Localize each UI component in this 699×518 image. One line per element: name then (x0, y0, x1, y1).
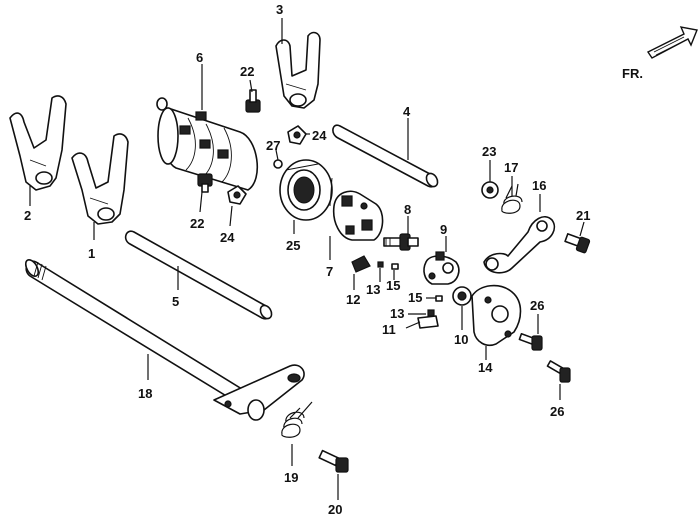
part-label-19: 19 (284, 470, 298, 485)
bolt-8 (383, 233, 419, 251)
bolt-21 (564, 233, 591, 254)
bolt-22-upper (245, 89, 261, 113)
stopper-9 (423, 251, 460, 285)
part-label-9: 9 (440, 222, 447, 237)
part-label-15-upper: 15 (386, 278, 400, 293)
part-label-17: 17 (504, 160, 518, 175)
shift-fork-center (71, 133, 129, 225)
front-direction-arrow-icon (646, 26, 698, 59)
part-label-13-lower: 13 (390, 306, 404, 321)
part-label-25: 25 (286, 238, 300, 253)
part-label-1: 1 (88, 246, 95, 261)
bolt-20 (318, 449, 349, 473)
part-label-22-upper: 22 (240, 64, 254, 79)
front-direction-label: FR. (622, 66, 643, 81)
part-label-8: 8 (404, 202, 411, 217)
part-label-6: 6 (196, 50, 203, 65)
part-label-18: 18 (138, 386, 152, 401)
pin-12 (351, 255, 371, 273)
pin-27 (273, 159, 283, 169)
part-label-10: 10 (454, 332, 468, 347)
part-label-5: 5 (172, 294, 179, 309)
part-label-11: 11 (382, 322, 396, 337)
pin-15-upper (391, 263, 399, 270)
plate-14 (471, 284, 522, 347)
part-label-26-lower: 26 (550, 404, 564, 419)
shift-fork-left (9, 95, 67, 191)
arm-16 (483, 216, 556, 274)
part-label-13-upper: 13 (366, 282, 380, 297)
part-label-16: 16 (532, 178, 546, 193)
spring-19 (281, 401, 313, 438)
plate-11 (417, 315, 439, 329)
leader-lines (29, 18, 585, 500)
bolt-26-upper (518, 332, 543, 351)
part-label-14: 14 (478, 360, 493, 375)
shift-spindle-18 (24, 259, 305, 421)
shift-drum (156, 97, 258, 191)
drum-center-7 (332, 190, 384, 241)
part-label-22-lower: 22 (190, 216, 204, 231)
pin-13-lower (427, 309, 435, 317)
shift-fork-top (275, 31, 321, 109)
bearing-25 (279, 159, 333, 221)
part-label-15-lower: 15 (408, 290, 422, 305)
part-label-23: 23 (482, 144, 496, 159)
collar-10 (452, 286, 472, 306)
part-label-21: 21 (576, 208, 590, 223)
washer-23 (481, 181, 499, 199)
bolt-22-lower (197, 173, 213, 193)
washer-24-lower-hole (233, 191, 241, 199)
part-label-7: 7 (326, 264, 333, 279)
bolt-26-lower (546, 360, 571, 383)
spring-17 (501, 183, 523, 214)
pin-13-upper (377, 261, 384, 268)
part-label-20: 20 (328, 502, 342, 517)
fork-shaft-upper (332, 124, 439, 188)
part-label-24-upper: 24 (312, 128, 327, 143)
part-label-26-upper: 26 (530, 298, 544, 313)
washer-24-upper-hole (293, 131, 301, 139)
pin-15-lower (435, 295, 443, 302)
part-label-2: 2 (24, 208, 31, 223)
part-label-3: 3 (276, 2, 283, 17)
part-label-12: 12 (346, 292, 360, 307)
part-label-24-lower: 24 (220, 230, 235, 245)
part-label-27: 27 (266, 138, 280, 153)
fork-shaft-lower (124, 230, 273, 320)
part-label-4: 4 (403, 104, 411, 119)
